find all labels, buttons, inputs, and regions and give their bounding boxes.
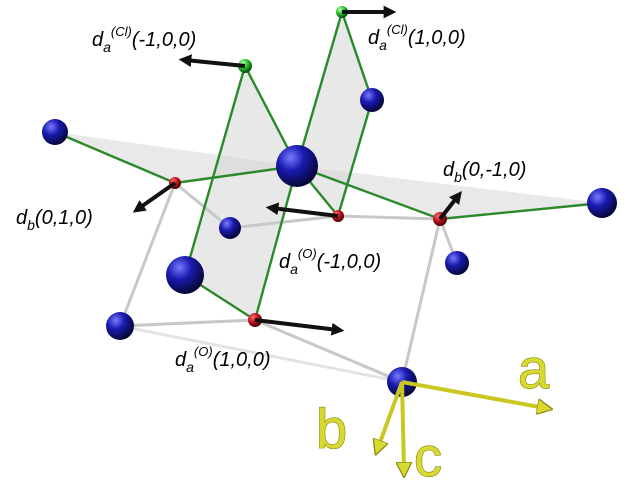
plane-cl-minus (185, 66, 297, 320)
label-b-minus: db(0,-1,0) (443, 159, 526, 185)
metal-atom (166, 256, 204, 294)
metal-atom (106, 312, 134, 340)
axis-b-label: b (316, 397, 347, 460)
axis-a-label: a (518, 337, 550, 400)
metal-atom (360, 88, 384, 112)
axis-a-arrow (401, 380, 545, 408)
arrow-cl-minus (178, 54, 246, 68)
label-o-minus: da(O)(-1,0,0) (279, 246, 381, 277)
metal-atom-center (276, 145, 318, 187)
label-o-plus: da(O)(1,0,0) (175, 344, 271, 375)
arrow-b-plus (132, 181, 177, 213)
crystal-axes (378, 380, 545, 470)
arrow-o-plus (254, 318, 345, 336)
metal-atom (445, 251, 469, 275)
metal-atom (587, 188, 617, 218)
displacement-arrows (132, 5, 462, 336)
arrow-o-minus (265, 202, 339, 218)
label-cl-minus: da(Cl)(-1,0,0) (92, 24, 196, 55)
label-cl-plus: da(Cl)(1,0,0) (368, 22, 466, 53)
axis-b-arrow (378, 381, 404, 448)
axis-c-label: c (414, 425, 442, 488)
metal-atom (42, 119, 68, 145)
metal-atom (219, 217, 241, 239)
label-b-plus: db(0,1,0) (16, 207, 93, 233)
axis-c-arrow (402, 381, 404, 470)
arrow-b-minus (438, 190, 462, 221)
